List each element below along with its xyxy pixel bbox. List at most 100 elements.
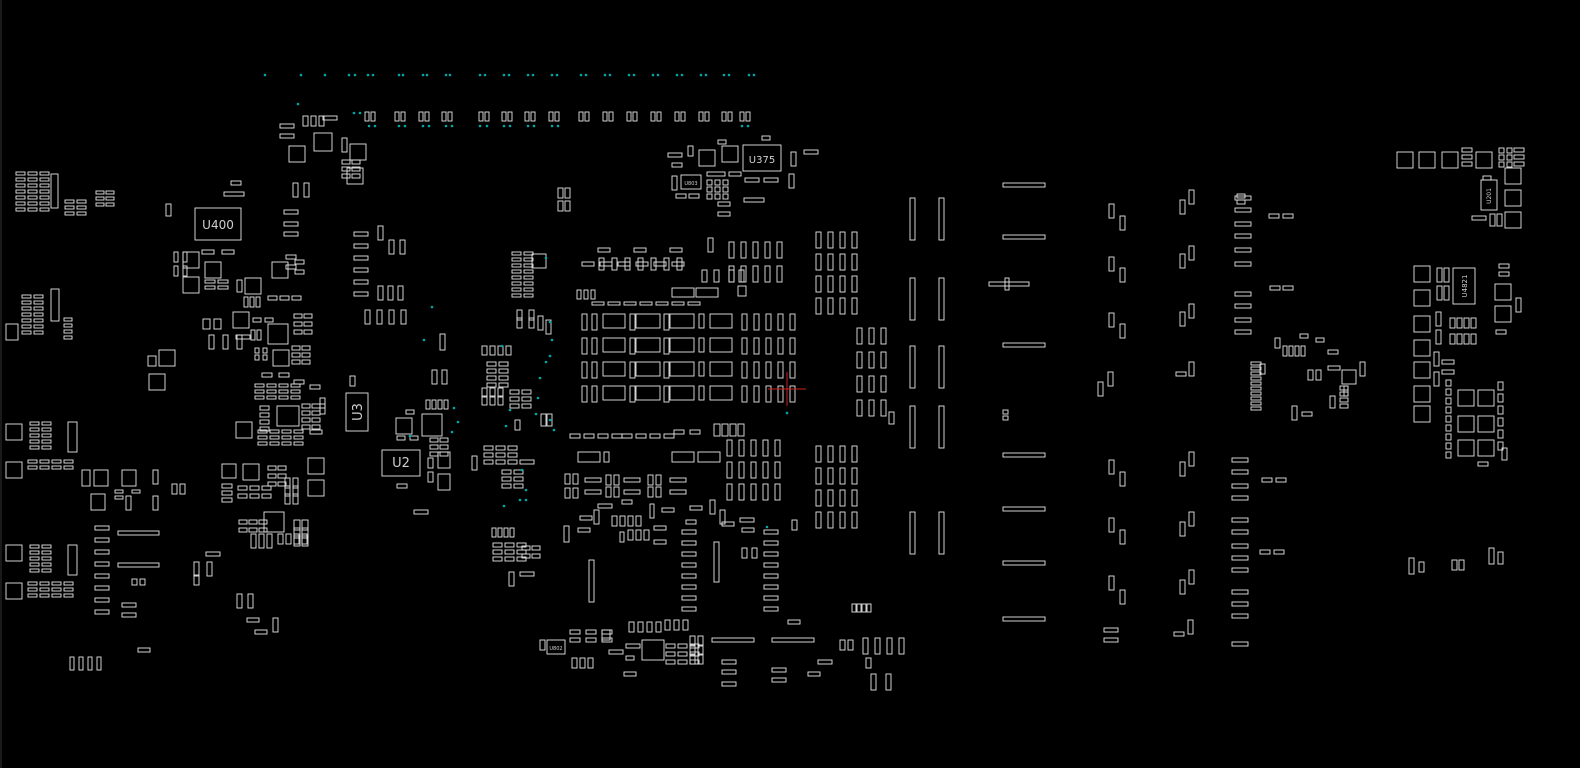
pad[interactable] — [709, 313, 733, 329]
pad[interactable] — [827, 445, 834, 463]
pad[interactable] — [63, 317, 73, 322]
pad[interactable] — [425, 399, 431, 410]
pad[interactable] — [1463, 317, 1470, 329]
pad[interactable] — [650, 257, 657, 271]
pad[interactable] — [789, 313, 796, 331]
pad[interactable] — [714, 193, 721, 200]
pad[interactable] — [868, 351, 875, 369]
pad[interactable] — [661, 507, 675, 513]
pad[interactable] — [39, 465, 50, 470]
pad[interactable] — [1435, 311, 1442, 327]
pad[interactable] — [697, 451, 721, 463]
pad[interactable] — [1275, 477, 1287, 483]
pad[interactable] — [569, 629, 581, 635]
pad[interactable] — [266, 389, 277, 394]
pad[interactable] — [51, 459, 62, 464]
pad[interactable] — [655, 621, 662, 633]
pad[interactable] — [1457, 415, 1475, 433]
pad[interactable] — [1477, 415, 1495, 433]
pad[interactable] — [521, 389, 532, 395]
pad[interactable] — [278, 395, 289, 400]
pad[interactable] — [501, 483, 512, 489]
pad[interactable] — [221, 249, 235, 255]
pad[interactable] — [590, 289, 596, 300]
pad[interactable] — [400, 309, 407, 325]
pad[interactable] — [513, 483, 524, 489]
pad[interactable] — [695, 287, 719, 298]
pad[interactable] — [131, 489, 141, 494]
pad[interactable] — [51, 587, 62, 592]
pad[interactable] — [249, 493, 260, 499]
pad[interactable] — [5, 544, 23, 562]
pad[interactable] — [95, 196, 105, 201]
pad[interactable] — [63, 335, 73, 340]
pad[interactable] — [851, 297, 858, 315]
pad[interactable] — [291, 345, 301, 351]
pad[interactable] — [629, 337, 636, 355]
pad[interactable] — [504, 556, 515, 562]
pad[interactable] — [866, 603, 872, 613]
pad[interactable] — [39, 183, 50, 188]
pad[interactable] — [713, 269, 720, 283]
pad[interactable] — [1456, 333, 1463, 345]
pad[interactable] — [722, 186, 729, 193]
pad[interactable] — [311, 410, 321, 416]
pad[interactable] — [625, 643, 641, 649]
pad[interactable] — [774, 461, 781, 479]
pad[interactable] — [765, 313, 772, 331]
pad[interactable] — [1250, 361, 1262, 366]
pad[interactable] — [938, 405, 945, 449]
pad[interactable] — [64, 211, 75, 216]
pad[interactable] — [492, 542, 503, 548]
pad[interactable] — [513, 476, 524, 482]
pad[interactable] — [278, 383, 289, 388]
pad[interactable] — [258, 527, 268, 533]
pad[interactable] — [671, 301, 685, 306]
pad[interactable] — [495, 445, 506, 451]
pad[interactable] — [1234, 303, 1252, 309]
pad[interactable] — [94, 597, 110, 603]
pad[interactable] — [301, 403, 311, 409]
pad[interactable] — [815, 511, 822, 529]
pad[interactable] — [294, 269, 305, 275]
pad[interactable] — [165, 203, 172, 217]
pad[interactable] — [293, 527, 301, 539]
pad[interactable] — [1119, 471, 1126, 487]
pad[interactable] — [257, 441, 268, 446]
pad[interactable] — [78, 656, 84, 671]
pad[interactable] — [750, 461, 757, 479]
pad[interactable] — [237, 485, 248, 491]
pad[interactable] — [39, 587, 50, 592]
pad[interactable] — [486, 382, 497, 388]
pad[interactable] — [729, 423, 737, 437]
pad[interactable] — [643, 529, 650, 541]
pad[interactable] — [706, 186, 713, 193]
pad[interactable] — [293, 519, 301, 531]
pad[interactable] — [397, 285, 404, 301]
pad[interactable] — [763, 562, 779, 568]
pad[interactable] — [669, 247, 683, 253]
pad[interactable] — [868, 327, 875, 345]
pad[interactable] — [272, 617, 279, 633]
pad[interactable] — [763, 573, 779, 579]
pad[interactable] — [1188, 511, 1195, 527]
pad[interactable] — [714, 186, 721, 193]
pad[interactable] — [1497, 551, 1504, 565]
pad[interactable] — [1002, 452, 1046, 458]
pad[interactable] — [671, 287, 695, 298]
pad[interactable] — [548, 111, 554, 122]
pad[interactable] — [752, 265, 759, 283]
pad[interactable] — [278, 389, 289, 394]
pad[interactable] — [898, 637, 905, 655]
pad[interactable] — [1002, 234, 1046, 240]
pad[interactable] — [1288, 345, 1294, 357]
pad[interactable] — [629, 313, 636, 331]
pad[interactable] — [319, 403, 326, 415]
pad[interactable] — [301, 424, 311, 430]
pad[interactable] — [508, 571, 515, 587]
pad[interactable] — [1187, 619, 1194, 635]
pad[interactable] — [256, 329, 262, 341]
pad[interactable] — [909, 277, 916, 321]
pad[interactable] — [771, 677, 787, 683]
pad[interactable] — [635, 385, 661, 401]
